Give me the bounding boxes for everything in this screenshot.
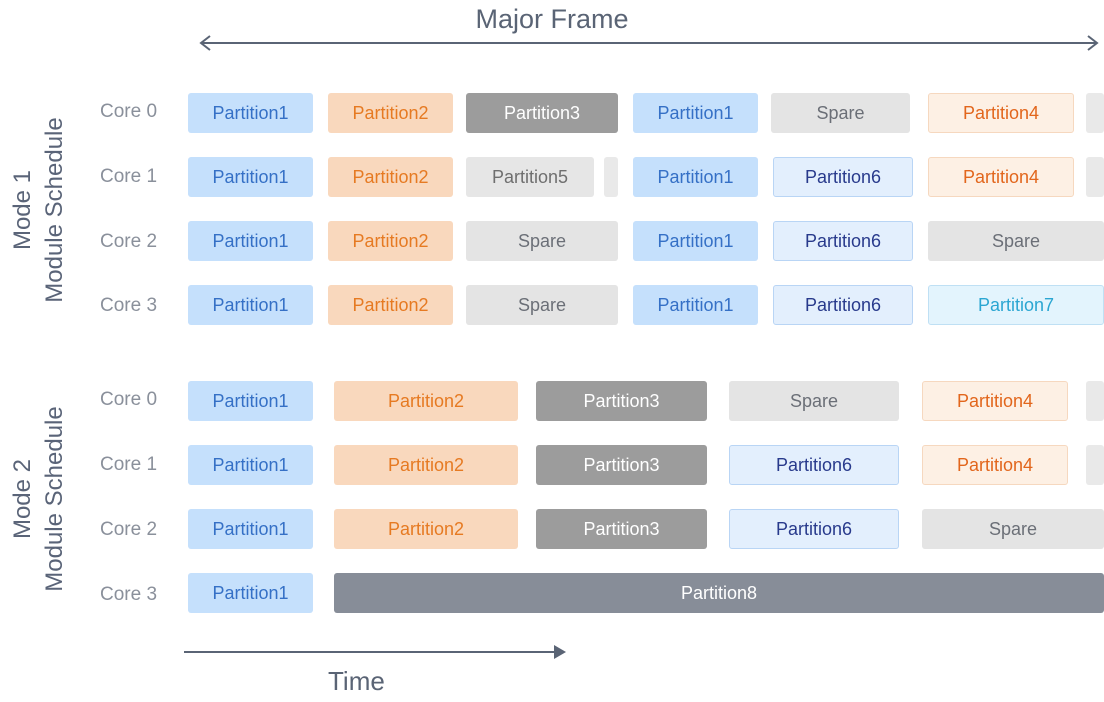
partition-block: Partition1 — [188, 93, 313, 133]
partition-block: Partition3 — [536, 381, 707, 421]
core-label: Core 3 — [100, 295, 158, 316]
spare-block: Spare — [466, 221, 618, 261]
spare-stub — [604, 157, 618, 197]
partition-block: Partition7 — [928, 285, 1104, 325]
mode-2-subtitle: Module Schedule — [41, 406, 68, 592]
partition-block: Partition2 — [328, 93, 453, 133]
partition-block: Partition5 — [466, 157, 594, 197]
partition-block: Partition4 — [922, 381, 1068, 421]
partition-block: Partition1 — [188, 573, 313, 613]
partition-block: Partition2 — [328, 285, 453, 325]
partition-block: Partition6 — [773, 157, 913, 197]
mode-2-label: Mode 2 Module Schedule — [7, 374, 71, 624]
spare-block: Spare — [771, 93, 910, 133]
partition-block: Partition1 — [188, 221, 313, 261]
spare-block: Spare — [729, 381, 899, 421]
partition-block: Partition1 — [633, 285, 758, 325]
partition-block: Partition3 — [466, 93, 618, 133]
time-arrow — [184, 645, 566, 659]
partition-block: Partition2 — [334, 445, 518, 485]
partition-block: Partition1 — [188, 509, 313, 549]
partition-block: Partition1 — [188, 285, 313, 325]
partition-block: Partition8 — [334, 573, 1104, 613]
partition-block: Partition1 — [188, 381, 313, 421]
partition-block: Partition1 — [188, 445, 313, 485]
spare-stub — [1086, 157, 1104, 197]
core-label: Core 3 — [100, 584, 158, 605]
partition-block: Partition2 — [334, 381, 518, 421]
partition-block: Partition4 — [928, 157, 1074, 197]
time-label: Time — [328, 666, 385, 696]
partition-block: Partition2 — [334, 509, 518, 549]
partition-block: Partition2 — [328, 221, 453, 261]
partition-block: Partition3 — [536, 509, 707, 549]
partition-block: Partition4 — [928, 93, 1074, 133]
partition-block: Partition1 — [633, 221, 758, 261]
partition-block: Partition1 — [633, 93, 758, 133]
mode-1-title: Mode 1 — [9, 169, 36, 251]
core-label: Core 2 — [100, 519, 158, 540]
core-label: Core 0 — [100, 389, 158, 410]
mode-1-subtitle: Module Schedule — [41, 117, 68, 303]
partition-block: Partition6 — [773, 285, 913, 325]
core-label: Core 0 — [100, 101, 158, 122]
spare-stub — [1086, 445, 1104, 485]
core-label: Core 2 — [100, 231, 158, 252]
mode-2-title: Mode 2 — [9, 458, 36, 540]
core-label: Core 1 — [100, 454, 158, 475]
partition-block: Partition1 — [188, 157, 313, 197]
partition-block: Partition3 — [536, 445, 707, 485]
partition-block: Partition4 — [922, 445, 1068, 485]
spare-stub — [1086, 93, 1104, 133]
spare-block: Spare — [466, 285, 618, 325]
partition-block: Partition6 — [729, 445, 899, 485]
partition-block: Partition1 — [633, 157, 758, 197]
partition-block: Partition6 — [729, 509, 899, 549]
major-frame-arrow — [199, 35, 1099, 51]
core-label: Core 1 — [100, 166, 158, 187]
partition-block: Partition2 — [328, 157, 453, 197]
spare-block: Spare — [928, 221, 1104, 261]
major-frame-title: Major Frame — [475, 4, 629, 34]
spare-stub — [1086, 381, 1104, 421]
mode-1-label: Mode 1 Module Schedule — [7, 85, 71, 335]
partition-block: Partition6 — [773, 221, 913, 261]
spare-block: Spare — [922, 509, 1104, 549]
